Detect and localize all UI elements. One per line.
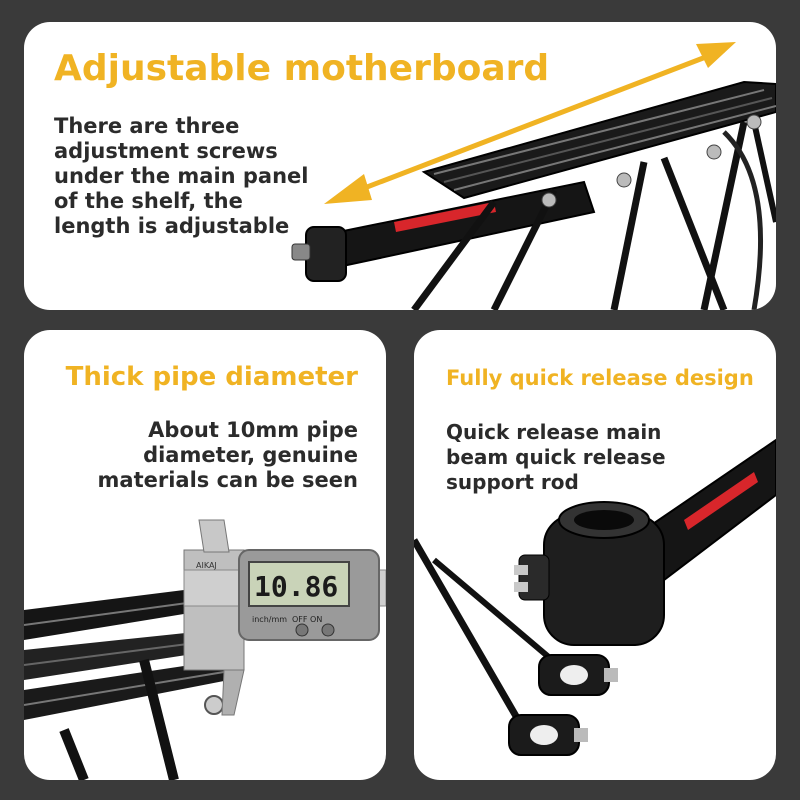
caliper-buttons-label: OFF ON (292, 615, 322, 624)
panel-description: Quick release main beam quick release su… (446, 420, 666, 494)
rack-platform (291, 80, 776, 310)
caliper-brand: AIKAJ (196, 561, 217, 570)
quick-release-panel: Fully quick release design Quick release… (414, 330, 776, 780)
caliper-illustration: 10.86 AIKAJ inch/mm OFF ON (24, 519, 386, 780)
adjustable-motherboard-panel: Adjustable motherboard There are three a… (24, 22, 776, 310)
digital-caliper: 10.86 AIKAJ inch/mm OFF ON (183, 519, 386, 716)
panel-description: There are three adjustment screws under … (54, 114, 309, 238)
double-arrow-icon (324, 42, 736, 204)
panel-description: About 10mm pipe diameter, genuine materi… (97, 418, 358, 492)
caliper-unit-label: inch/mm (252, 615, 287, 624)
caliper-readout: 10.86 (254, 570, 338, 603)
quick-release-illustration (414, 438, 776, 756)
quick-release-beam (414, 438, 776, 756)
rack-top-illustration (291, 42, 776, 310)
panel-heading: Adjustable motherboard (54, 48, 550, 89)
panel-heading: Thick pipe diameter (65, 362, 358, 392)
pipe-diameter-panel: 10.86 AIKAJ inch/mm OFF ON Thick pipe di… (24, 330, 386, 780)
panel-heading: Fully quick release design (446, 366, 754, 390)
